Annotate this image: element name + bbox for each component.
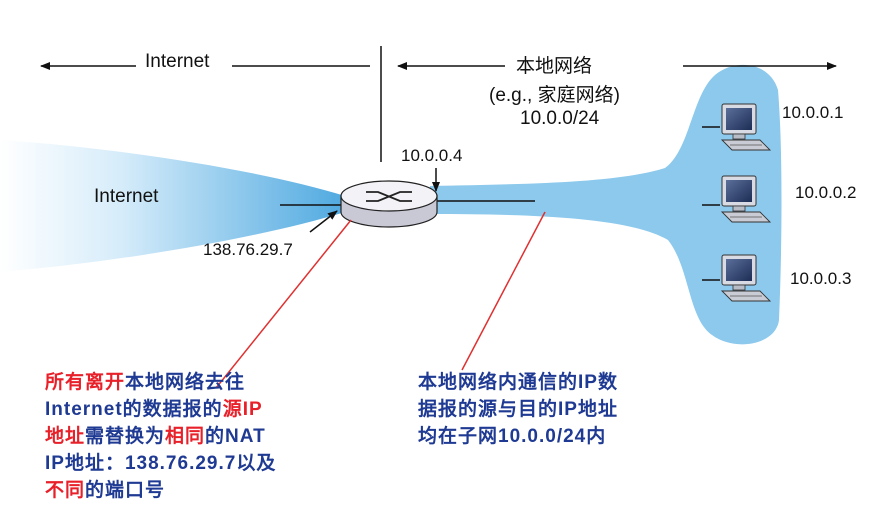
note-line-5: 不同的端口号 [45, 480, 166, 501]
note-line-2: Internet的数据报的源IP [45, 399, 263, 420]
nat-router [340, 180, 438, 228]
local-traffic-note: 本地网络内通信的IP数 据报的源与目的IP地址 均在子网10.0.0/24内 [418, 369, 618, 450]
local-network-area [430, 64, 782, 345]
internet-cloud [0, 140, 345, 272]
local-network-example: (e.g., 家庭网络) [489, 85, 620, 106]
internet-cloud-label: Internet [94, 186, 159, 207]
nat-translation-note: 所有离开本地网络去往 Internet的数据报的源IP 地址需替换为相同的NAT… [45, 369, 276, 504]
note-line-1: 所有离开本地网络去往 [45, 372, 246, 393]
outside-ip-pointer [309, 210, 338, 233]
right-note-pointer [461, 211, 546, 371]
local-network-label: 本地网络 [516, 56, 593, 77]
router-inside-ip: 10.0.0.4 [401, 146, 463, 165]
host-1-ip: 10.0.0.1 [782, 103, 844, 122]
host-computer-1 [702, 103, 772, 151]
router-outside-ip: 138.76.29.7 [203, 240, 293, 259]
internet-side-label: Internet [145, 51, 210, 72]
router-cross-icon [366, 191, 412, 202]
local-subnet-label: 10.0.0/24 [520, 108, 600, 129]
local-note-line-2: 据报的源与目的IP地址 [418, 399, 618, 420]
host-2-ip: 10.0.0.2 [795, 183, 857, 202]
note-line-4: IP地址：138.76.29.7以及 [45, 453, 277, 474]
local-note-line-1: 本地网络内通信的IP数 [418, 372, 618, 393]
host-3-ip: 10.0.0.3 [790, 269, 852, 288]
local-note-line-3: 均在子网10.0.0/24内 [418, 426, 607, 447]
host-computer-2 [702, 175, 772, 223]
note-line-3: 地址需替换为相同的NAT [45, 426, 266, 447]
host-computer-3 [702, 254, 772, 302]
left-note-pointer [215, 219, 352, 389]
